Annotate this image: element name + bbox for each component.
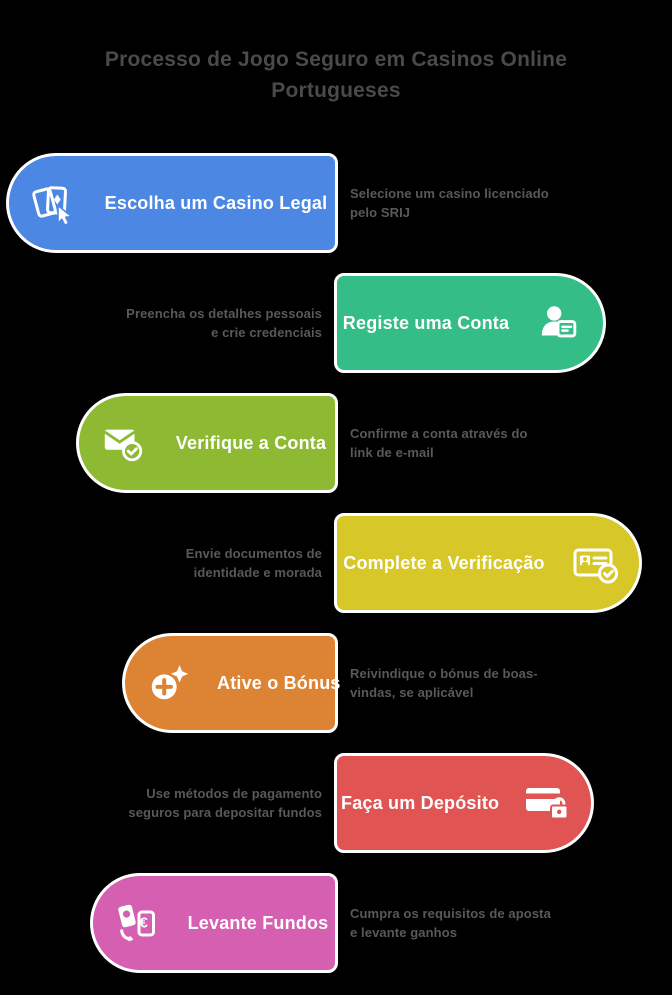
step-description: Envie documentos de identidade e morada <box>185 546 322 580</box>
step-description: Confirme a conta através do link de e-ma… <box>350 426 528 460</box>
step-description: Use métodos de pagamento seguros para de… <box>128 786 322 820</box>
step-pill: Verifique a Conta <box>76 393 338 493</box>
step-description: Reivindique o bónus de boas-vindas, se a… <box>350 666 538 700</box>
envelope-check-icon <box>79 420 167 466</box>
step-pill: Escolha um Casino Legal <box>6 153 338 253</box>
step-pill: € Levante Fundos <box>90 873 338 973</box>
step-1: Escolha um Casino Legal Selecione um cas… <box>0 153 672 253</box>
step-description: Preencha os detalhes pessoais e crie cre… <box>126 306 322 340</box>
credit-card-lock-icon <box>503 779 591 827</box>
page-title: Processo de Jogo Seguro em Casinos Onlin… <box>104 48 568 102</box>
step-2: Registe uma Conta Preencha os detalhes p… <box>0 273 672 373</box>
id-card-check-icon <box>551 539 639 587</box>
step-description: Cumpra os requisitos de aposta e levante… <box>350 906 551 940</box>
step-label: Registe uma Conta <box>342 312 510 333</box>
step-label: Ative o Bónus <box>217 672 341 693</box>
step-label: Faça um Depósito <box>341 792 500 813</box>
step-5: Ative o Bónus Reivindique o bónus de boa… <box>0 633 672 733</box>
step-3: Verifique a Conta Confirme a conta atrav… <box>0 393 672 493</box>
person-form-icon <box>515 300 603 346</box>
step-label: Escolha um Casino Legal <box>104 192 328 213</box>
phone-euro-transfer-icon: € <box>93 899 181 947</box>
step-7: € Levante Fundos Cumpra os requisitos de… <box>0 873 672 973</box>
step-pill: Complete a Verificação <box>334 513 642 613</box>
step-pill: Ative o Bónus <box>122 633 340 733</box>
svg-text:€: € <box>140 915 149 932</box>
bonus-plus-sparkle-icon <box>125 660 213 706</box>
step-label: Verifique a Conta <box>175 432 327 453</box>
step-pill: Registe uma Conta <box>334 273 606 373</box>
playing-cards-cursor-icon <box>9 179 97 227</box>
step-label: Levante Fundos <box>187 912 329 933</box>
step-4: Complete a Verificação Envie documentos … <box>0 513 672 613</box>
step-6: Faça um Depósito Use métodos de pagament… <box>0 753 672 853</box>
step-description: Selecione um casino licenciado pelo SRIJ <box>350 186 549 220</box>
step-pill: Faça um Depósito <box>334 753 594 853</box>
step-label: Complete a Verificação <box>343 552 545 573</box>
